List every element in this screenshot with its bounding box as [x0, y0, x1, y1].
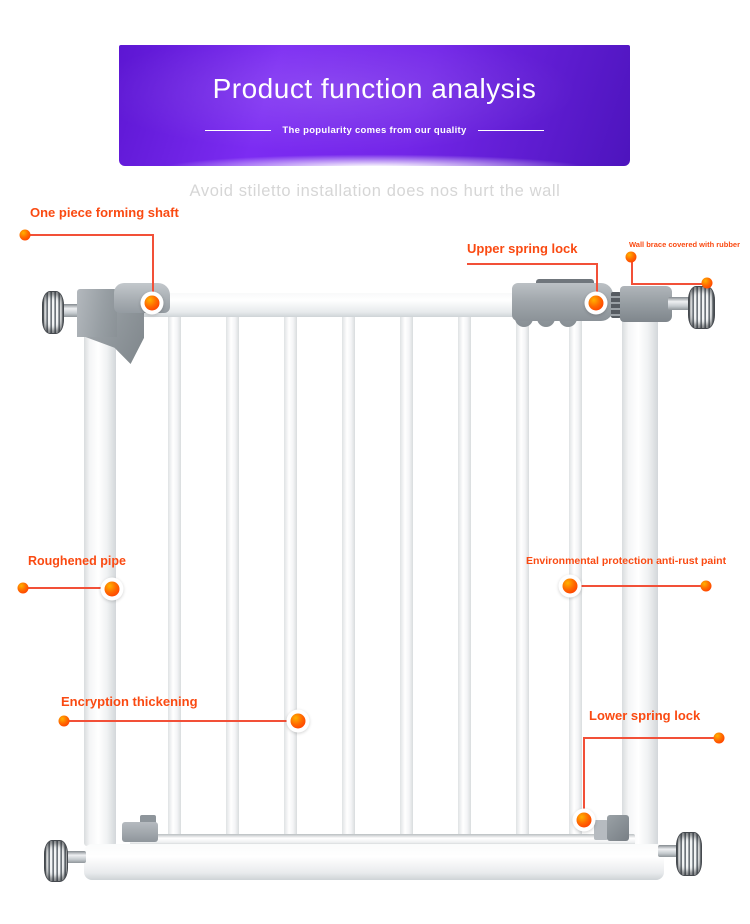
- subtitle-divider-left: [205, 130, 272, 131]
- gate-bar: [400, 312, 413, 838]
- callout-encryption-label: Encryption thickening: [61, 694, 198, 709]
- callout-lower-spring-label: Lower spring lock: [589, 708, 701, 723]
- banner-title: Product function analysis: [212, 73, 537, 104]
- callout-marker: [572, 808, 596, 832]
- right-bottom-latch-arm: [607, 815, 629, 841]
- gate-bar: [168, 312, 181, 838]
- callout-dot: [701, 277, 713, 289]
- knob-shaft-top-right: [668, 297, 692, 310]
- callout-marker-core: [562, 578, 578, 594]
- callout-marker-core: [290, 713, 306, 729]
- callout-line: [23, 587, 112, 589]
- pressure-knob-bottom-left: [44, 840, 68, 882]
- gate-bar: [284, 312, 297, 838]
- callout-marker-core: [144, 295, 160, 311]
- banner-bottom-fade: [119, 150, 630, 168]
- bottom-slide-rod: [130, 834, 635, 846]
- callout-line: [583, 737, 585, 812]
- callout-line: [596, 263, 598, 295]
- knob-shaft-bottom-left: [64, 851, 86, 863]
- callout-line: [152, 234, 154, 296]
- callout-wall-brace-label: Wall brace covered with rubber: [629, 240, 741, 249]
- pressure-knob-bottom-right: [676, 832, 702, 876]
- callout-marker: [100, 577, 124, 601]
- gate-bar: [516, 312, 529, 838]
- callout-dot: [17, 582, 29, 594]
- pressure-knob-top-right: [688, 286, 715, 329]
- callout-line: [583, 737, 719, 739]
- bottom-rail: [84, 844, 664, 880]
- callout-dot: [625, 251, 637, 263]
- callout-line: [570, 585, 706, 587]
- subtitle-divider-right: [477, 130, 544, 131]
- lock-connector: [611, 292, 621, 318]
- callout-line: [467, 263, 597, 265]
- callout-dot: [713, 732, 725, 744]
- knob-shaft-bottom-right: [658, 845, 678, 857]
- callout-marker-core: [588, 295, 604, 311]
- left-bottom-latch-tab: [140, 815, 156, 824]
- callout-marker-core: [576, 812, 592, 828]
- callout-dot: [58, 715, 70, 727]
- callout-marker: [140, 291, 164, 315]
- callout-one-piece-label: One piece forming shaft: [30, 205, 179, 220]
- callout-upper-spring-label: Upper spring lock: [467, 241, 578, 256]
- banner-subtitle-row: The popularity comes from our quality: [119, 125, 630, 136]
- callout-roughened-label: Roughened pipe: [28, 554, 126, 568]
- callout-marker: [286, 709, 310, 733]
- banner: Product function analysis The popularity…: [119, 45, 630, 168]
- callout-environmental-label: Environmental protection anti-rust paint: [526, 555, 727, 567]
- callout-marker: [584, 291, 608, 315]
- callout-dot: [700, 580, 712, 592]
- right-wall-bracket: [620, 286, 672, 322]
- callout-marker-core: [104, 581, 120, 597]
- right-wall-post: [622, 300, 658, 846]
- wall-clamp-plate: [77, 289, 117, 337]
- callout-line: [64, 720, 298, 722]
- left-bottom-latch: [122, 822, 158, 842]
- callout-line: [25, 234, 153, 236]
- gate-bar: [226, 312, 239, 838]
- tagline: Avoid stiletto installation does nos hur…: [189, 182, 561, 200]
- banner-subtitle: The popularity comes from our quality: [282, 125, 467, 136]
- callout-line: [631, 283, 707, 285]
- callout-line: [631, 257, 633, 283]
- right-bottom-latch: [594, 820, 608, 840]
- gate-bar: [342, 312, 355, 838]
- gate-bar: [458, 312, 471, 838]
- pressure-knob-top-left: [42, 291, 64, 334]
- housing-lip: [536, 279, 594, 286]
- callout-marker: [558, 574, 582, 598]
- callout-dot: [19, 229, 31, 241]
